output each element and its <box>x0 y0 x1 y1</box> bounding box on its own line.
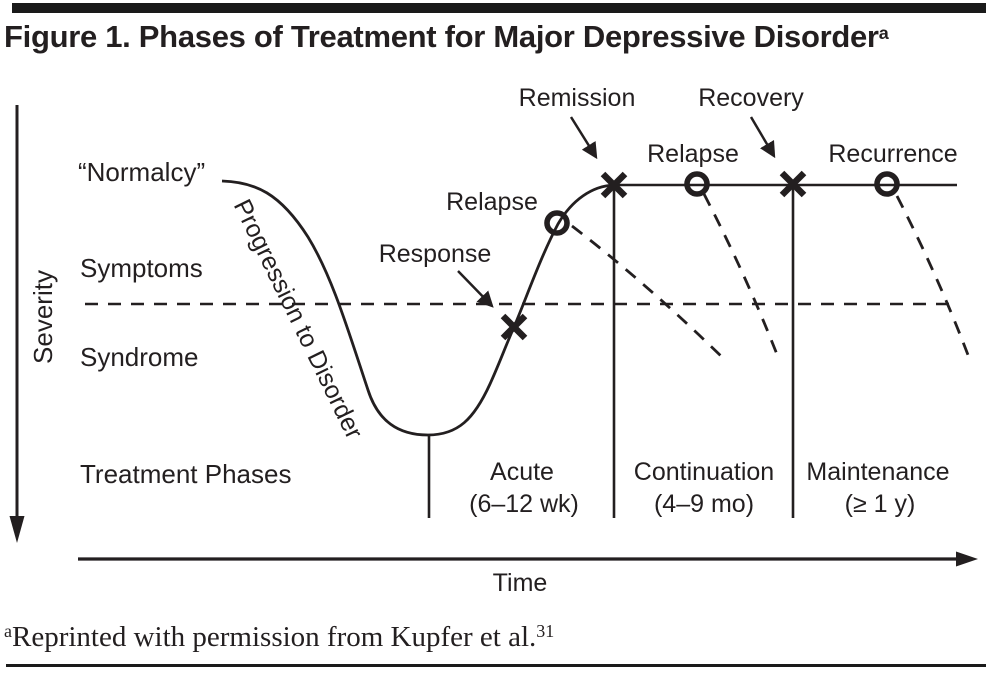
recurrence-circle-marker-icon <box>874 171 900 197</box>
event-label-relapse-acute: Relapse <box>446 188 538 216</box>
phase-name-acute: Acute <box>490 458 554 486</box>
level-label-symptoms: Symptoms <box>80 253 203 283</box>
figure-title-text: Figure 1. Phases of Treatment for Major … <box>4 19 879 54</box>
illness-course-curve <box>221 179 615 437</box>
top-rule <box>12 3 986 13</box>
recurrence-decline-dashed-line <box>895 195 970 356</box>
event-label-response: Response <box>378 240 492 268</box>
figure-title-superscript: a <box>878 23 889 43</box>
treatment-phases-heading: Treatment Phases <box>80 459 292 489</box>
y-axis-label: Severity <box>28 270 58 364</box>
phase-duration-continuation: (4–9 mo) <box>653 490 755 518</box>
response-arrow-icon <box>457 270 494 308</box>
remission-arrow-icon <box>569 116 598 160</box>
phase-duration-maintenance: (≥ 1 y) <box>844 490 916 518</box>
time-axis-arrowhead-icon <box>956 551 978 567</box>
recovery-x-marker-icon <box>779 170 807 198</box>
phase-name-maintenance: Maintenance <box>806 458 950 486</box>
severity-axis-arrowhead-icon <box>9 516 25 543</box>
event-label-relapse-continuation: Relapse <box>647 140 739 168</box>
footnote-citation-superscript: 31 <box>536 621 555 641</box>
recovery-arrow-icon <box>749 116 776 159</box>
footnote-text: Reprinted with permission from Kupfer et… <box>11 621 537 653</box>
relapse-acute-decline-dashed-line <box>571 224 723 359</box>
level-label-normalcy: “Normalcy” <box>78 157 206 187</box>
relapse-continuation-circle-marker-icon <box>684 171 710 197</box>
relapse-acute-circle-marker-icon <box>544 210 570 236</box>
figure-title: Figure 1. Phases of Treatment for Major … <box>4 19 889 54</box>
phase-name-continuation: Continuation <box>633 458 775 486</box>
relapse-continuation-decline-dashed-line <box>702 193 780 358</box>
footnote: aReprinted with permission from Kupfer e… <box>4 621 555 654</box>
event-label-recovery: Recovery <box>698 84 804 112</box>
event-label-recurrence: Recurrence <box>828 140 958 168</box>
level-label-syndrome: Syndrome <box>80 342 199 372</box>
bottom-rule <box>6 664 986 667</box>
footnote-superscript: a <box>4 621 12 641</box>
response-x-marker-icon <box>500 313 528 341</box>
phase-duration-acute: (6–12 wk) <box>469 490 579 518</box>
event-label-remission: Remission <box>518 84 636 112</box>
x-axis-label: Time <box>492 569 548 597</box>
remission-x-marker-icon <box>600 171 628 199</box>
